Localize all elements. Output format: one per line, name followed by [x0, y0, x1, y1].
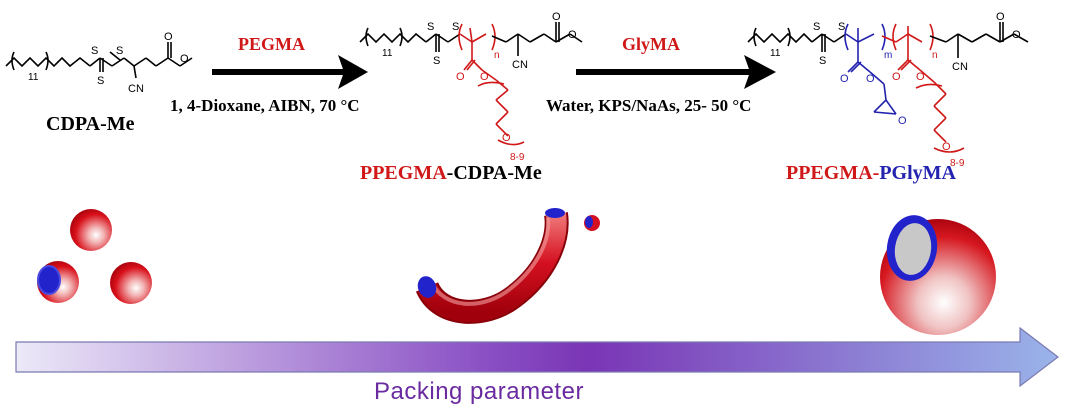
- sphere-micelle-right: [110, 262, 152, 304]
- prod-sub-m: m: [884, 50, 892, 61]
- reaction-arrow-2: [576, 55, 776, 89]
- product-label: PPEGMA-PGlyMA: [786, 162, 956, 185]
- int-atom-o2: O: [480, 71, 489, 83]
- ppegma-cdpa-structure: [359, 27, 461, 52]
- start-compound-label: CDPA-Me: [46, 113, 135, 135]
- ppegma-product-red-block: [881, 23, 965, 153]
- start-nitrile: CN: [128, 83, 144, 95]
- step2-reagent: GlyMA: [622, 34, 680, 54]
- intermediate-label-red: PPEGMA: [360, 162, 447, 184]
- product-label-red: PPEGMA: [786, 162, 873, 184]
- step2-conditions: Water, KPS/NaAs, 25- 50 °C: [546, 96, 752, 115]
- int-atom-s1: S: [427, 21, 434, 33]
- product-label-blue: PGlyMA: [879, 162, 956, 184]
- small-sphere: [584, 215, 600, 231]
- prod-atom-o6: O: [996, 11, 1005, 23]
- int-sub-n: n: [494, 50, 500, 61]
- int-atom-s2: S: [433, 55, 440, 67]
- prod-atom-s2: S: [819, 55, 826, 67]
- intermediate-label: PPEGMA-CDPA-Me: [360, 162, 542, 185]
- sphere-micelle-top: [70, 209, 112, 251]
- int-atom-s3: S: [452, 21, 459, 33]
- start-sub-11: 11: [28, 72, 39, 83]
- intermediate-label-black: -CDPA-Me: [446, 162, 542, 184]
- start-atom-o1: O: [164, 31, 173, 43]
- prod-sub-11: 11: [770, 48, 781, 59]
- prod-atom-s1: S: [813, 21, 820, 33]
- prod-atom-o3: O: [892, 71, 901, 83]
- packing-parameter-arrow: [15, 326, 1059, 388]
- product-label-dash: -: [872, 162, 880, 184]
- int-sub-89: 8-9: [510, 152, 525, 163]
- packing-parameter-label: Packing parameter: [374, 378, 584, 405]
- cdpa-tail-intermediate: [491, 22, 583, 56]
- pglyma-blue-block: [844, 23, 897, 115]
- int-sub-11: 11: [382, 48, 393, 59]
- worm-micelle: [415, 208, 569, 324]
- prod-atom-o7: O: [1012, 29, 1021, 41]
- prod-nitrile: CN: [952, 61, 968, 73]
- prod-atom-o-epoxide: O: [898, 115, 907, 127]
- start-atom-s3: S: [116, 45, 123, 57]
- worm-end-cap-left: [417, 276, 437, 298]
- int-atom-o1: O: [456, 71, 465, 83]
- cdpa-me-structure: [5, 42, 193, 79]
- prod-atom-o2: O: [866, 73, 875, 85]
- sphere-core-blue: [37, 265, 61, 295]
- start-atom-o2: O: [180, 53, 189, 65]
- vesicle: [880, 215, 996, 335]
- start-atom-s1: S: [91, 45, 98, 57]
- prod-atom-o5: O: [942, 141, 951, 153]
- step1-reagent: PEGMA: [238, 34, 305, 54]
- prod-atom-o4: O: [916, 71, 925, 83]
- reaction-arrow-1: [212, 55, 368, 89]
- prod-atom-o1: O: [840, 73, 849, 85]
- step1-conditions: 1, 4-Dioxane, AIBN, 70 °C: [170, 96, 360, 115]
- ppegma-red-block: [458, 23, 525, 146]
- worm-end-cap-top: [545, 208, 565, 218]
- int-atom-o4: O: [552, 11, 561, 23]
- prod-atom-s3: S: [838, 21, 845, 33]
- cdpa-tail-product: [929, 22, 1029, 58]
- prod-sub-n: n: [932, 50, 938, 61]
- int-atom-o5: O: [568, 29, 577, 41]
- int-nitrile: CN: [512, 59, 528, 71]
- int-atom-o3: O: [502, 132, 511, 144]
- prod-sub-89: 8-9: [950, 158, 965, 169]
- product-structure: [747, 27, 847, 52]
- spherical-micelles: [37, 209, 152, 304]
- vesicle-lumen: [894, 223, 932, 275]
- start-atom-s2: S: [97, 75, 104, 87]
